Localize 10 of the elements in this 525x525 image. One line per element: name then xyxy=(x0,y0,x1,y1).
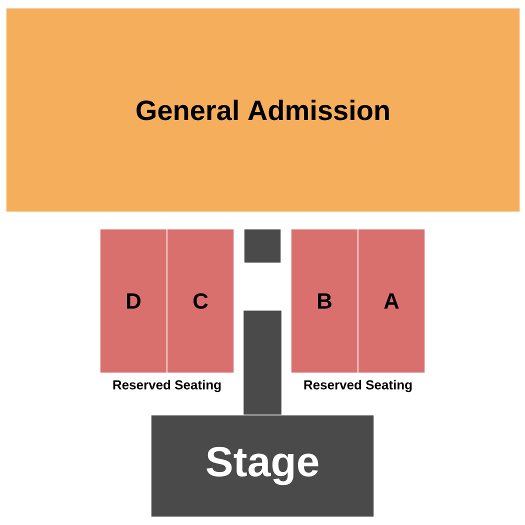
general-admission-section: General Admission xyxy=(6,8,520,212)
seating-section: D xyxy=(100,228,168,374)
stage-block: Stage xyxy=(150,414,374,518)
seating-section: C xyxy=(166,228,234,374)
section-label: Reserved Seating xyxy=(304,380,412,392)
seating-section: A xyxy=(358,228,426,374)
stage-runway xyxy=(244,310,282,416)
section-label: Reserved Seating xyxy=(113,380,221,392)
platform-block xyxy=(244,228,282,264)
seating-section: B xyxy=(290,228,358,374)
